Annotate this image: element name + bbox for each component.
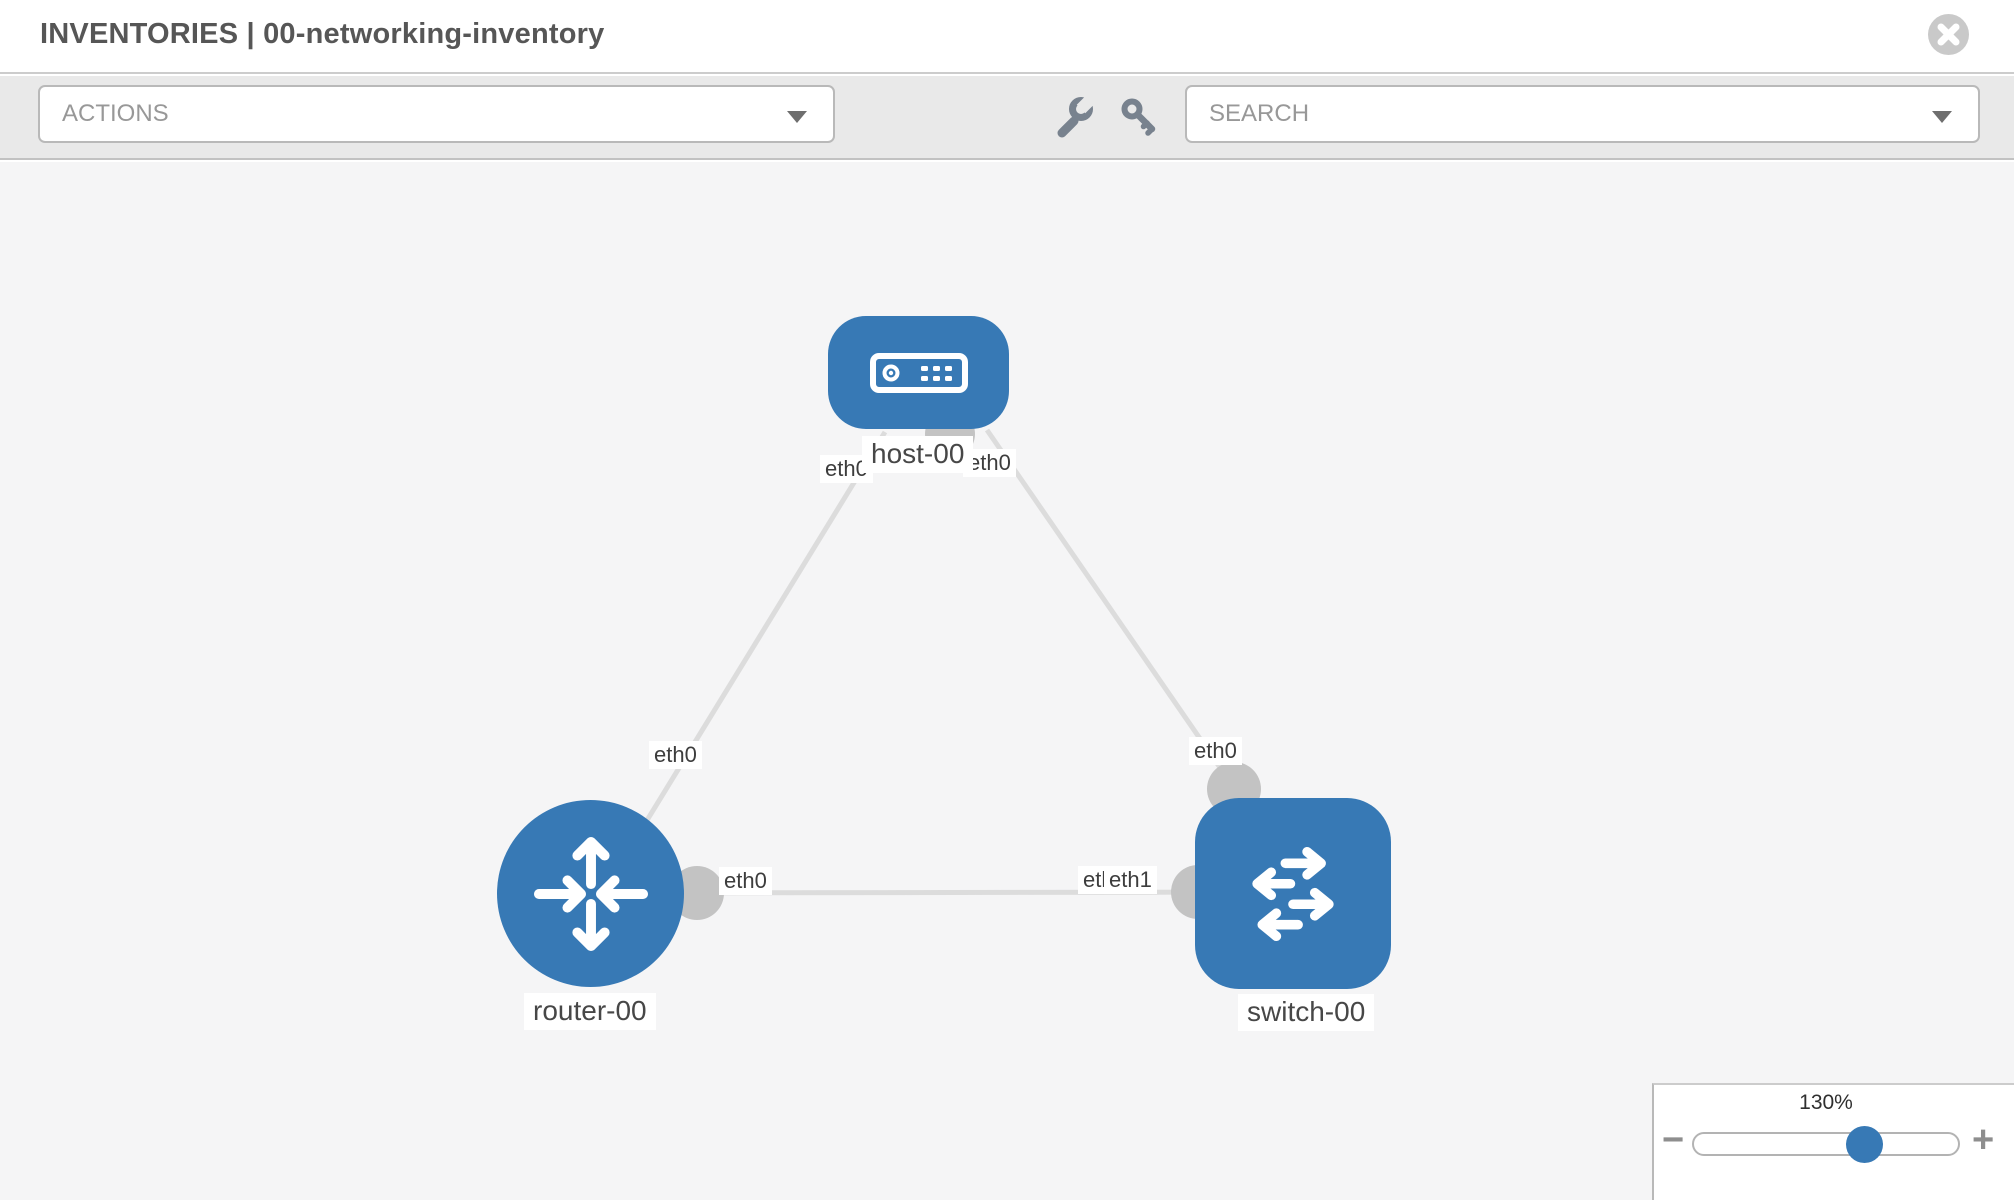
node-switch-00[interactable] bbox=[1195, 798, 1391, 989]
node-host-00[interactable] bbox=[828, 316, 1009, 429]
page-title: INVENTORIES | 00-networking-inventory bbox=[40, 18, 605, 50]
zoom-level-value: 130% bbox=[1799, 1091, 1853, 1114]
toolbar: ACTIONS SEARCH bbox=[0, 76, 2014, 160]
topology-links bbox=[597, 428, 1293, 899]
interface-label: eth1 bbox=[1104, 866, 1157, 895]
host-server-icon bbox=[869, 352, 968, 393]
interface-label: eth0 bbox=[719, 867, 772, 896]
key-icon[interactable] bbox=[1118, 96, 1160, 140]
node-label-switch: switch-00 bbox=[1238, 994, 1375, 1031]
actions-dropdown-label: ACTIONS bbox=[62, 100, 169, 127]
search-dropdown[interactable]: SEARCH bbox=[1185, 85, 1980, 143]
interface-label: eth0 bbox=[1189, 737, 1242, 766]
chevron-down-icon bbox=[787, 111, 807, 123]
header-bar: INVENTORIES | 00-networking-inventory bbox=[0, 0, 2014, 74]
node-label-host: host-00 bbox=[862, 436, 974, 473]
actions-dropdown[interactable]: ACTIONS bbox=[38, 85, 835, 143]
search-dropdown-label: SEARCH bbox=[1209, 100, 1310, 127]
zoom-out-button[interactable]: − bbox=[1662, 1119, 1685, 1161]
topology-canvas[interactable]: eth0 eth0 eth0 eth0 eth0 eth0 eth1 host-… bbox=[0, 162, 2014, 1200]
zoom-slider-knob[interactable] bbox=[1846, 1126, 1883, 1163]
zoom-control-panel: 130% − + bbox=[1652, 1083, 2014, 1200]
chevron-down-icon bbox=[1932, 111, 1952, 123]
wrench-icon[interactable] bbox=[1054, 89, 1101, 140]
node-router-00[interactable] bbox=[497, 800, 684, 987]
close-icon[interactable] bbox=[1928, 14, 1969, 55]
interface-label: eth0 bbox=[649, 741, 702, 770]
router-icon bbox=[533, 836, 648, 951]
switch-icon bbox=[1252, 846, 1334, 941]
zoom-in-button[interactable]: + bbox=[1972, 1119, 1995, 1161]
node-label-router: router-00 bbox=[524, 993, 656, 1030]
zoom-slider-track[interactable] bbox=[1692, 1132, 1960, 1156]
